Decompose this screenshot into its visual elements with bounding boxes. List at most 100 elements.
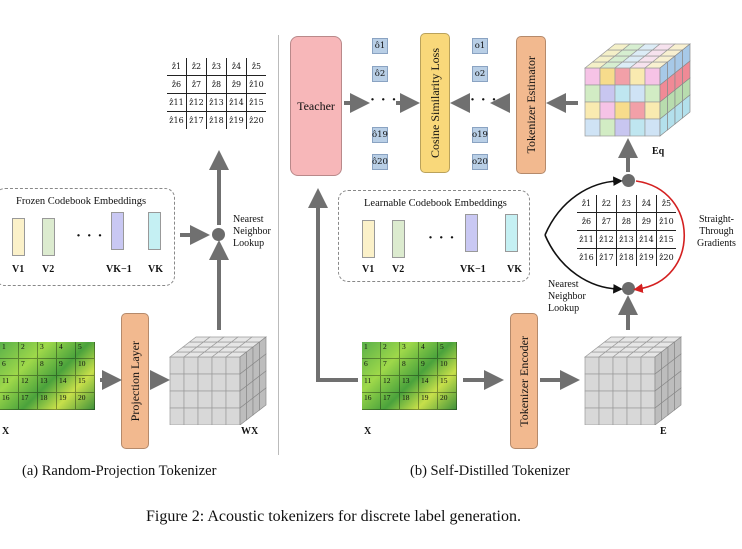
spectrogram-cell: 17 (381, 393, 400, 410)
teacher-box: Teacher (290, 36, 342, 176)
code-cell: ẑ3 (616, 195, 637, 213)
code-cell: ẑ8 (206, 75, 227, 94)
learn-embedding-label-v2: V2 (392, 264, 405, 275)
spectrogram-cell: 6 (0, 359, 19, 376)
spectrogram-cell: 9 (57, 359, 76, 376)
quantized-embedding-cube (583, 40, 693, 140)
spectrogram-cell: 2 (19, 342, 38, 359)
code-cell: ẑ17 (596, 248, 617, 266)
code-cell: ẑ4 (226, 58, 247, 76)
code-cell: ẑ12 (186, 93, 207, 112)
spectrogram-cell: 16 (0, 393, 19, 410)
spectrogram-cell: 20 (76, 393, 95, 410)
tokenizer-estimator-box: Tokenizer Estimator (516, 36, 546, 174)
estimator-output-2: o2 (472, 66, 488, 82)
learn-embedding-v2 (392, 220, 405, 258)
estimator-output-19: o19 (472, 127, 488, 143)
code-cell: ẑ7 (186, 75, 207, 94)
code-cell: ẑ12 (596, 230, 617, 249)
code-cell: ẑ16 (577, 248, 597, 266)
code-cell: ẑ2 (186, 58, 207, 76)
code-cell: ẑ13 (616, 230, 637, 249)
learn-embedding-label-v1: V1 (362, 264, 375, 275)
code-cell: ẑ9 (636, 212, 657, 231)
figure-caption: Figure 2: Acoustic tokenizers for discre… (146, 508, 521, 525)
teacher-label: Teacher (297, 98, 335, 113)
cosine-loss-box: Cosine Similarity Loss (420, 33, 450, 173)
input-label-right: X (364, 426, 372, 437)
spectrogram-cell: 1 (362, 342, 381, 359)
code-cell: ẑ8 (616, 212, 637, 231)
code-cell: ẑ13 (206, 93, 227, 112)
projected-tensor-cube (168, 335, 268, 426)
spectrogram-cell: 3 (38, 342, 57, 359)
spectrogram-cell: 7 (381, 359, 400, 376)
projection-layer-label: Projection Layer (127, 340, 142, 422)
code-cell: ẑ15 (656, 230, 676, 249)
spectrogram-cell: 14 (57, 376, 76, 393)
code-cell: ẑ17 (186, 111, 207, 129)
code-cell: ẑ6 (167, 75, 187, 94)
code-cell: ẑ1 (577, 195, 597, 213)
caption-right: (b) Self-Distilled Tokenizer (410, 463, 570, 479)
ellipsis: · · · (76, 228, 104, 244)
nearest-neighbor-label-left: Nearest Neighbor Lookup (233, 214, 271, 249)
spectrogram-cell: 3 (400, 342, 419, 359)
spectrogram-cell: 1 (0, 342, 19, 359)
code-cell: ẑ19 (226, 111, 247, 129)
nearest-neighbor-label-right: Nearest Neighbor Lookup (548, 279, 586, 314)
spectrogram-cell: 11 (0, 376, 19, 393)
spectrogram-cell: 17 (19, 393, 38, 410)
learnable-codebook-title: Learnable Codebook Embeddings (364, 198, 507, 209)
code-cell: ẑ16 (167, 111, 187, 129)
learn-embedding-label-vk-1: VK−1 (460, 264, 486, 275)
estimator-output-20: o20 (472, 154, 488, 170)
embedding-label-v1: V1 (12, 264, 25, 275)
embedding-label-vk: VK (148, 264, 163, 275)
embedding-label-vk-1: VK−1 (106, 264, 132, 275)
spectrogram-cell: 10 (76, 359, 95, 376)
code-cell: ẑ2 (596, 195, 617, 213)
encoded-tensor-cube (583, 335, 683, 426)
spectrogram-cell: 19 (419, 393, 438, 410)
spectrogram-cell: 15 (76, 376, 95, 393)
lookup-node-top (622, 174, 635, 187)
output-label-left: WX (241, 426, 259, 437)
straight-through-label: Straight- Through Gradients (697, 214, 736, 249)
spectrogram-cell: 16 (362, 393, 381, 410)
lookup-node-bottom (622, 282, 635, 295)
teacher-output-2: ô2 (372, 66, 388, 82)
lookup-node-left (212, 228, 225, 241)
teacher-output-19: ô19 (372, 127, 388, 143)
code-cell: ẑ10 (246, 75, 266, 94)
projection-layer: Projection Layer (121, 313, 149, 449)
code-cell: ẑ7 (596, 212, 617, 231)
learn-embedding-v1 (362, 220, 375, 258)
spectrogram-cell: 5 (76, 342, 95, 359)
code-cell: ẑ18 (206, 111, 227, 129)
code-cell: ẑ19 (636, 248, 657, 266)
spectrogram-cell: 13 (38, 376, 57, 393)
code-cell: ẑ15 (246, 93, 266, 112)
code-cell: ẑ5 (246, 58, 266, 76)
spectrogram-cell: 2 (381, 342, 400, 359)
tokenizer-estimator-label: Tokenizer Estimator (523, 56, 538, 154)
e-label: E (660, 426, 667, 437)
code-cell: ẑ10 (656, 212, 676, 231)
embedding-vk (148, 212, 161, 250)
code-cell: ẑ20 (249, 116, 264, 125)
code-cell: ẑ18 (616, 248, 637, 266)
estimator-output-ellipsis: · · · (470, 92, 498, 108)
teacher-output-1: ô1 (372, 38, 388, 54)
frozen-codebook-title: Frozen Codebook Embeddings (16, 196, 147, 207)
code-cell: ẑ3 (206, 58, 227, 76)
spectrogram-cell: 11 (362, 376, 381, 393)
spectrogram-cell: 10 (438, 359, 457, 376)
code-cell: ẑ11 (167, 93, 187, 112)
spectrogram-cell: 5 (438, 342, 457, 359)
spectrogram-cell: 14 (419, 376, 438, 393)
spectrogram-cell: 4 (57, 342, 76, 359)
